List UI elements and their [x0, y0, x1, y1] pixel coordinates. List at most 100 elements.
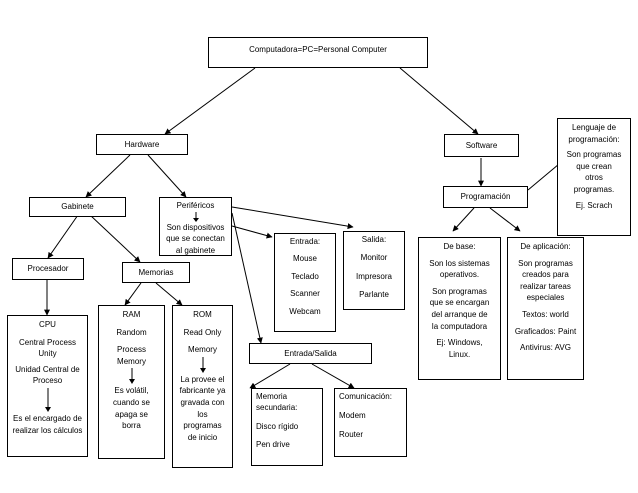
hardware-label: Hardware — [124, 140, 160, 149]
rom-title: ROM — [193, 310, 212, 319]
cpu-line-a1: Central Process — [19, 337, 76, 347]
hardware-node: Hardware — [96, 134, 188, 155]
de-aplicacion-title: De aplicación: — [520, 242, 571, 251]
de-aplicacion-desc-2: creados para — [522, 270, 569, 280]
salida-node: Salida: Monitor Impresora Parlante — [343, 231, 405, 310]
gabinete-label: Gabinete — [61, 202, 94, 211]
entrada-salida-label: Entrada/Salida — [284, 349, 337, 358]
de-base-desc-b3: del arranque de — [431, 309, 488, 319]
edge-programacion-aplicacion — [489, 207, 521, 232]
lenguaje-title-2: programación: — [568, 134, 620, 144]
edge-hardware-perifericos — [147, 154, 187, 198]
comunicacion-item-2: Router — [339, 429, 364, 439]
memoria-secundaria-title-1: Memoria — [256, 392, 288, 401]
cpu-line-c2: realizar los cálculos — [12, 425, 83, 435]
edge-root-software — [399, 67, 479, 135]
arrow-down-icon — [128, 368, 135, 385]
de-base-desc-a2: operativos. — [439, 270, 480, 280]
ram-node: RAM Random Process Memory Es volátil, cu… — [98, 305, 165, 459]
perifericos-node: Periféricos Son dispositivos que se cone… — [159, 197, 232, 256]
memorias-label: Memorias — [138, 268, 174, 277]
programacion-label: Programación — [460, 192, 511, 201]
cpu-node: CPU Central Process Unity Unidad Central… — [7, 315, 88, 457]
edge-perifericos-entrada — [231, 225, 273, 239]
programacion-node: Programación — [443, 186, 528, 208]
rom-line-b1: Memory — [188, 345, 217, 355]
ram-line-a1: Random — [116, 327, 147, 337]
comunicacion-node: Comunicación: Modem Router — [334, 388, 407, 457]
de-base-title: De base: — [443, 242, 476, 251]
rom-node: ROM Read Only Memory La provee el fabric… — [172, 305, 233, 468]
rom-line-c4: los — [197, 409, 208, 419]
lenguaje-desc-3: otros — [585, 173, 603, 183]
de-base-desc-b4: la computadora — [431, 321, 488, 331]
gabinete-node: Gabinete — [29, 197, 126, 217]
salida-item-3: Parlante — [359, 290, 389, 300]
salida-item-1: Monitor — [360, 253, 388, 263]
comunicacion-item-1: Modem — [339, 410, 366, 420]
ram-line-c3: apaga se — [115, 409, 148, 419]
edge-gabinete-procesador — [47, 214, 79, 259]
edge-perifericos-salida — [231, 206, 354, 230]
perifericos-desc-1: Son dispositivos — [166, 222, 225, 232]
entrada-item-2: Teclado — [291, 271, 319, 281]
de-base-desc-b2: que se encargan — [429, 298, 490, 308]
de-aplicacion-desc-1: Son programas — [518, 258, 573, 268]
salida-title: Salida: — [361, 235, 387, 244]
arrow-down-icon — [199, 356, 206, 373]
rom-line-c6: de inicio — [187, 432, 218, 442]
ram-line-b2: Memory — [117, 356, 146, 366]
root-node: Computadora=PC=Personal Computer — [208, 37, 428, 68]
edge-memorias-ram — [124, 282, 142, 306]
edge-gabinete-memorias — [89, 214, 141, 263]
cpu-line-a2: Unity — [38, 349, 57, 359]
entrada-title: Entrada: — [289, 237, 321, 246]
lenguaje-title-1: Lenguaje de — [571, 123, 617, 132]
ram-line-c1: Es volátil, — [114, 386, 149, 396]
procesador-node: Procesador — [12, 258, 84, 280]
entrada-item-1: Mouse — [292, 254, 317, 264]
ram-line-c2: cuando se — [113, 397, 150, 407]
de-aplicacion-node: De aplicación: Son programas creados par… — [507, 237, 584, 380]
perifericos-title: Periféricos — [176, 201, 215, 210]
de-base-example-1: Ej: Windows, — [436, 338, 483, 348]
entrada-item-4: Webcam — [289, 306, 321, 316]
salida-item-2: Impresora — [355, 271, 392, 281]
edge-perifericos-entradasalida — [231, 212, 263, 344]
rom-line-c2: fabricante ya — [179, 386, 226, 396]
memoria-secundaria-node: Memoria secundaria: Disco rígido Pen dri… — [251, 388, 323, 466]
entrada-salida-node: Entrada/Salida — [249, 343, 372, 364]
lenguaje-example: Ej. Scrach — [575, 200, 613, 210]
perifericos-desc-2: que se conectan — [166, 234, 225, 244]
rom-line-a1: Read Only — [183, 327, 222, 337]
lenguaje-desc-1: Son programas — [566, 150, 622, 160]
edge-es-memoria — [249, 363, 291, 389]
rom-line-c3: gravada con — [180, 397, 225, 407]
ram-title: RAM — [122, 310, 141, 319]
root-label: Computadora=PC=Personal Computer — [249, 45, 387, 54]
edge-hardware-gabinete — [85, 154, 131, 198]
lenguaje-desc-2: que crean — [576, 161, 612, 171]
entrada-item-3: Scanner — [290, 289, 320, 299]
cpu-line-c1: Es el encargado de — [13, 413, 82, 423]
memorias-node: Memorias — [122, 262, 190, 283]
memoria-secundaria-item-2: Pen drive — [256, 440, 290, 450]
cpu-line-b1: Unidad Central de — [15, 364, 80, 374]
lenguaje-desc-4: programas. — [573, 184, 615, 194]
ram-line-b1: Process — [117, 345, 146, 355]
edge-memorias-rom — [155, 282, 183, 306]
de-aplicacion-desc-3: realizar tareas — [520, 281, 571, 291]
de-base-desc-a1: Son los sistemas — [429, 258, 490, 268]
arrow-down-icon — [44, 387, 51, 412]
ram-line-c4: borra — [122, 421, 141, 431]
comunicacion-title: Comunicación: — [339, 392, 392, 401]
memoria-secundaria-item-1: Disco rígido — [256, 421, 299, 431]
edge-programacion-debase — [452, 207, 475, 232]
de-aplicacion-desc-4: especiales — [526, 293, 565, 303]
de-aplicacion-item-1: Textos: world — [522, 309, 569, 319]
perifericos-desc-3: al gabinete — [175, 245, 216, 255]
procesador-label: Procesador — [27, 264, 69, 273]
cpu-line-b2: Proceso — [32, 376, 63, 386]
